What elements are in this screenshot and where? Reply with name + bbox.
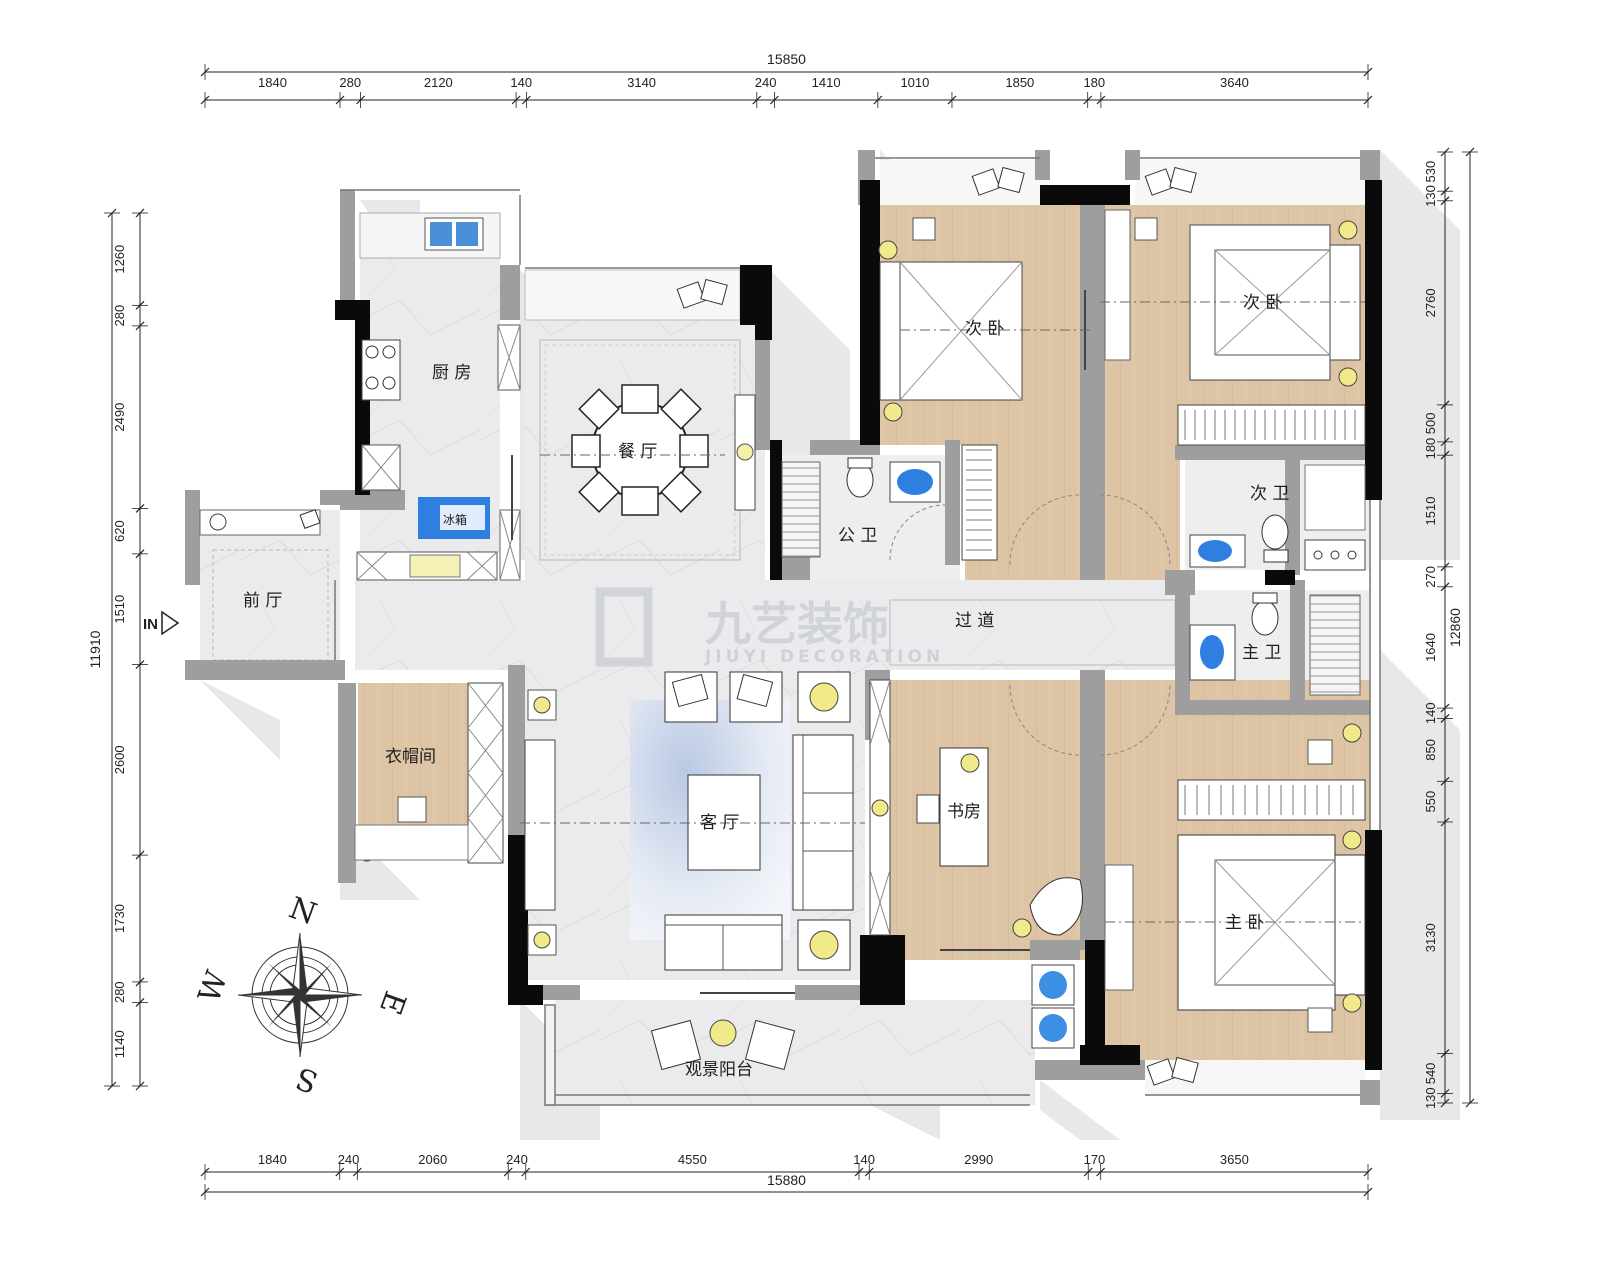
dining-table: [571, 384, 709, 516]
dim-right-segment: 550: [1423, 791, 1438, 813]
dim-top-segment: 1840: [258, 75, 287, 90]
entrance-label: IN: [143, 616, 158, 633]
dim-right-segment: 530: [1423, 161, 1438, 183]
entrance-marker: IN: [143, 610, 180, 636]
watermark: 九艺装饰 JIUYI DECORATION: [595, 587, 944, 667]
compass-s: S: [291, 1059, 322, 1099]
label-public-bath: 公 卫: [838, 526, 877, 546]
dimensions-top: 1840 280 2120 140 3140 240 1410 1010 1850 180 3640…: [200, 51, 1373, 108]
dim-right-segment: 3130: [1423, 923, 1438, 952]
window-lines: [334, 157, 1381, 1106]
dim-top-segment: 1850: [1005, 75, 1034, 90]
dim-bottom-total: 15880: [767, 1172, 806, 1188]
dim-top-segment: 280: [339, 75, 361, 90]
dim-right-segment: 1640: [1423, 633, 1438, 662]
dim-left-segment: 620: [112, 520, 127, 542]
label-corridor: 过 道: [955, 611, 994, 631]
watermark-subtitle: JIUYI DECORATION: [704, 647, 944, 667]
cushions: [299, 166, 1199, 1086]
dim-bottom-segment: 4550: [678, 1152, 707, 1167]
dim-left-segment: 280: [112, 305, 127, 327]
dimensions-right: 530 130 2760 500 180 1510 270 1640 140 850 550 3130…: [1423, 147, 1478, 1109]
label-living: 客 厅: [700, 813, 739, 833]
dim-bottom-segment: 2060: [418, 1152, 447, 1167]
dim-right-segment: 270: [1423, 566, 1438, 588]
stove: [361, 339, 401, 401]
walls: [335, 180, 1382, 1070]
dim-top-segment: 140: [510, 75, 532, 90]
dim-left-segment: 280: [112, 981, 127, 1003]
label-foyer: 前 厅: [243, 591, 282, 611]
compass-w: W: [192, 966, 235, 1007]
dim-right-segment: 850: [1423, 739, 1438, 761]
watermark-logo: 九艺装饰: [705, 597, 889, 651]
dim-right-segment: 180: [1423, 438, 1438, 460]
dim-right-total: 12860: [1447, 608, 1463, 647]
compass-e: E: [372, 986, 412, 1019]
dim-top-segment: 1410: [812, 75, 841, 90]
label-balcony: 观景阳台: [685, 1060, 753, 1080]
dim-right-segment: 2760: [1423, 288, 1438, 317]
label-kitchen: 厨 房: [432, 363, 471, 383]
dim-top-segment: 3140: [627, 75, 656, 90]
label-secondary-bath: 次 卫: [1250, 484, 1289, 504]
corridor-floor: [885, 590, 1180, 670]
dim-top-segment: 1010: [900, 75, 929, 90]
label-secondary-bedroom-1: 次 卧: [965, 319, 1004, 339]
dim-right-segment: 130: [1423, 185, 1438, 207]
dim-right-segment: 540: [1423, 1063, 1438, 1085]
dim-bottom-segment: 240: [506, 1152, 528, 1167]
dim-bottom-segment: 3650: [1220, 1152, 1249, 1167]
dim-left-segment: 1140: [112, 1030, 127, 1058]
fridge-label: 冰箱: [443, 512, 467, 527]
compass-n: N: [284, 891, 321, 933]
dim-top-segment: 180: [1083, 75, 1105, 90]
furniture: 冰箱: [199, 166, 1366, 1086]
dim-left-total: 11910: [87, 630, 103, 668]
label-cloakroom: 衣帽间: [385, 747, 436, 767]
dim-left-segment: 2490: [112, 403, 127, 432]
dim-right-segment: 500: [1423, 413, 1438, 435]
label-master-bath: 主 卫: [1242, 643, 1281, 663]
label-study: 书房: [947, 802, 981, 822]
dim-right-segment: 140: [1423, 702, 1438, 724]
dim-left-segment: 1260: [112, 245, 127, 274]
dim-top-segment: 2120: [424, 75, 453, 90]
dim-right-segment: 1510: [1423, 497, 1438, 526]
dim-left-segment: 1730: [112, 904, 127, 933]
dim-bottom-segment: 2990: [964, 1152, 993, 1167]
dim-top-segment: 3640: [1220, 75, 1249, 90]
label-master-bedroom: 主 卧: [1225, 913, 1264, 933]
balcony-floor: [555, 1000, 1035, 1105]
dim-top-segment: 240: [755, 75, 777, 90]
dim-left-segment: 2600: [112, 745, 127, 774]
dimensions-left: 1260 280 2490 620 1510 2600 1730 280 1140 11910: [87, 208, 148, 1091]
dimensions-bottom: 1840 240 2060 240 4550 140 2990 170 3650 15880: [200, 1152, 1373, 1200]
dim-bottom-segment: 1840: [258, 1152, 287, 1167]
compass-rose: [237, 932, 363, 1058]
room-labels: 厨 房 餐 厅 前 厅 衣帽间 客 厅 公 卫 过 道 次 卧 次 卧 次 卫 …: [243, 293, 1289, 1080]
dim-bottom-segment: 240: [338, 1152, 360, 1167]
label-dining: 餐 厅: [618, 442, 657, 462]
dim-left-segment: 1510: [112, 595, 127, 624]
dim-right-segment: 130: [1423, 1087, 1438, 1109]
dim-bottom-segment: 170: [1084, 1152, 1106, 1167]
dim-top-total: 15850: [767, 51, 806, 67]
dim-bottom-segment: 140: [853, 1152, 875, 1167]
label-secondary-bedroom-2: 次 卧: [1243, 293, 1282, 313]
